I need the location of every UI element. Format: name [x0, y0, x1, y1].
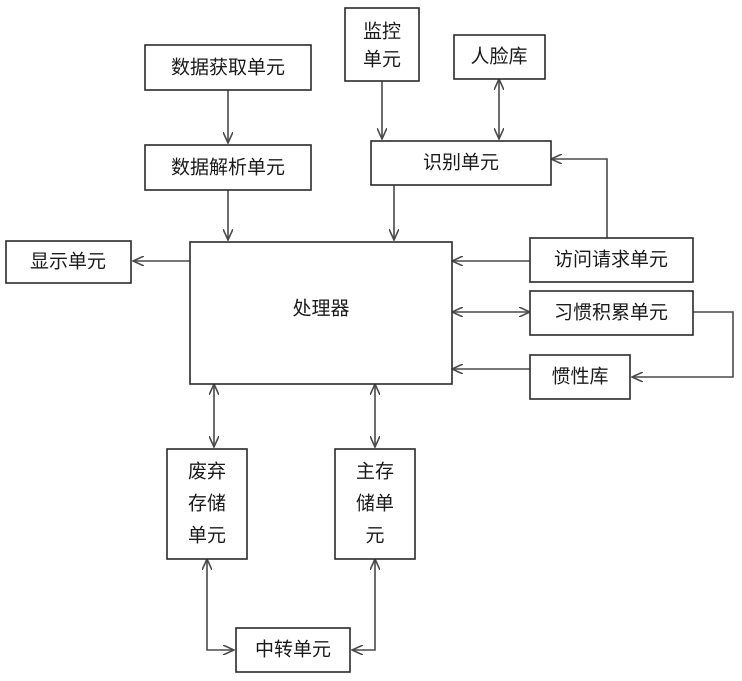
- discard-storage-unit: 废弃 存储 单元: [167, 449, 247, 559]
- habit-accumulation-unit: 习惯积累单元: [530, 291, 693, 335]
- data-parsing-unit: 数据解析单元: [145, 145, 311, 190]
- arrow-access-request-to-recognition: [551, 159, 607, 238]
- processor: 处理器: [190, 242, 452, 384]
- main-storage-label-line2: 储单: [356, 493, 394, 515]
- processor-label: 处理器: [292, 298, 349, 320]
- access-request-label: 访问请求单元: [554, 249, 668, 271]
- habit-accumulation-label: 习惯积累单元: [554, 302, 668, 324]
- monitoring-label-line2: 单元: [363, 49, 401, 71]
- monitoring-unit: 监控 单元: [345, 8, 419, 81]
- main-storage-label-line3: 元: [365, 525, 384, 547]
- arrow-discard-storage-relay: [207, 559, 234, 650]
- data-parsing-label: 数据解析单元: [171, 157, 285, 179]
- discard-storage-label-line2: 存储: [188, 493, 226, 515]
- data-acquisition-unit: 数据获取单元: [145, 45, 311, 90]
- data-acquisition-label: 数据获取单元: [171, 57, 285, 79]
- discard-storage-label-line3: 单元: [188, 525, 226, 547]
- display-unit: 显示单元: [6, 241, 131, 283]
- habit-library: 惯性库: [530, 355, 630, 399]
- discard-storage-label-line1: 废弃: [188, 461, 226, 483]
- relay-unit: 中转单元: [236, 628, 350, 672]
- recognition-unit: 识别单元: [371, 141, 551, 185]
- access-request-unit: 访问请求单元: [530, 238, 693, 282]
- habit-library-label: 惯性库: [551, 366, 608, 388]
- main-storage-label-line1: 主存: [356, 461, 394, 483]
- monitoring-label-line1: 监控: [363, 21, 401, 43]
- face-library: 人脸库: [454, 35, 545, 79]
- face-library-label: 人脸库: [470, 46, 527, 68]
- main-storage-unit: 主存 储单 元: [335, 449, 415, 559]
- recognition-label: 识别单元: [423, 152, 499, 174]
- relay-label: 中转单元: [255, 639, 331, 661]
- arrow-main-storage-relay: [352, 559, 375, 650]
- display-label: 显示单元: [30, 251, 106, 273]
